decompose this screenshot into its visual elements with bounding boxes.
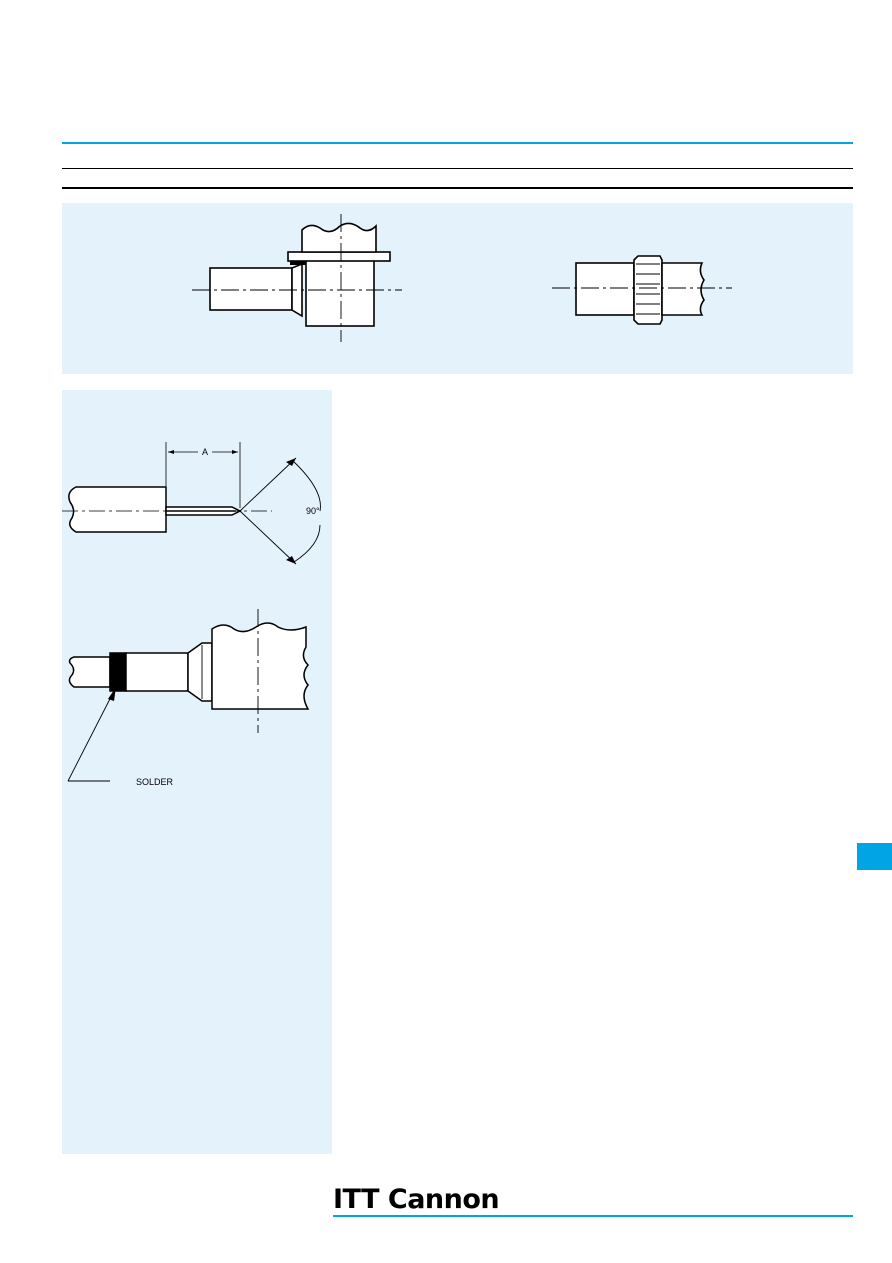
header-rule-thin [62,168,853,169]
solder-callout-label: SOLDER [136,777,174,787]
solder-assembly-drawing: SOLDER [67,609,310,787]
right-angle-connector-drawing [192,214,402,342]
header-rule-thick [62,187,853,189]
footer-rule-blue [333,1215,853,1217]
cable-trim-drawing: A 90° [62,442,321,565]
trim-dimension-label: A [202,447,208,457]
straight-connector-drawing [552,255,732,325]
brand-logo: ITT Cannon [333,1184,500,1215]
trim-angle-label: 90° [306,506,320,516]
section-tab [857,843,892,870]
header-rule-blue [62,142,853,144]
top-figure-panel [62,203,853,374]
